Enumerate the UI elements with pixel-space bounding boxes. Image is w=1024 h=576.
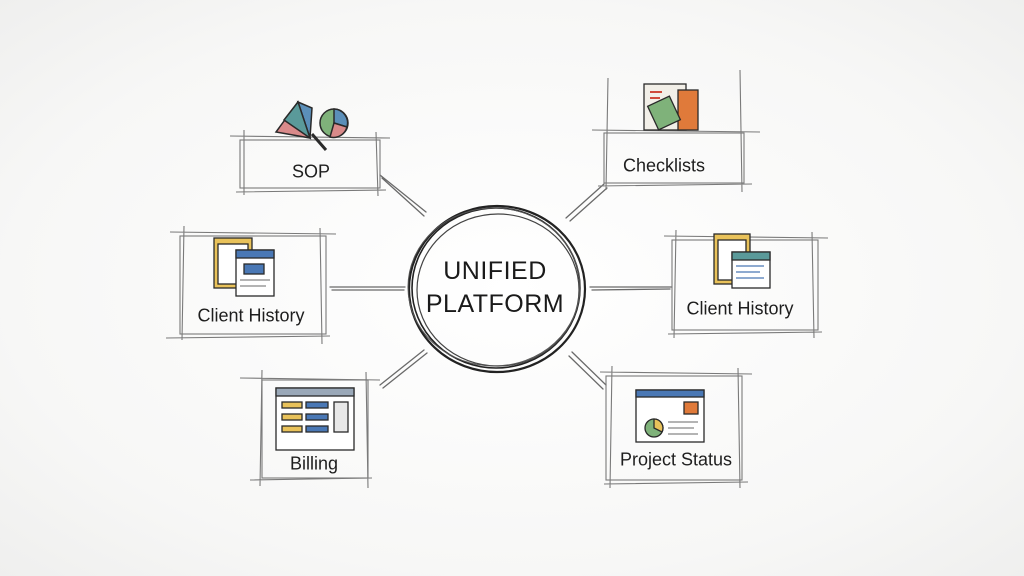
pie-charts-magnifier-icon <box>274 100 349 151</box>
project-status-window-icon <box>635 389 705 443</box>
connector-client-history-left <box>329 286 406 291</box>
clipboard-checklist-icon <box>643 83 699 131</box>
label-billing: Billing <box>289 453 339 474</box>
center-line-1: UNIFIED <box>443 257 547 285</box>
unified-platform-title: UNIFIED PLATFORM <box>426 255 564 321</box>
label-sop: SOP <box>291 161 331 182</box>
connector-billing <box>379 349 428 389</box>
label-client-history-left: Client History <box>197 305 305 326</box>
connector-sop <box>379 174 427 217</box>
node-client-history-left <box>165 225 337 345</box>
client-documents-icon <box>213 237 275 297</box>
node-project-status <box>599 365 753 489</box>
checklists-box <box>591 69 761 193</box>
connector-project-status <box>568 351 607 390</box>
label-checklists: Checklists <box>622 155 706 176</box>
connector-checklists <box>565 183 608 222</box>
client-documents-icon <box>713 233 771 289</box>
node-billing <box>239 369 381 489</box>
client-history-left-box <box>165 225 337 345</box>
node-client-history-right <box>663 229 829 339</box>
unified-platform-hub <box>407 204 587 374</box>
label-client-history-right: Client History <box>686 298 794 319</box>
billing-window-icon <box>275 387 355 451</box>
connector-client-history-right <box>589 286 673 291</box>
center-line-2: PLATFORM <box>425 290 565 318</box>
connectors <box>329 174 673 390</box>
node-sop <box>229 100 391 197</box>
billing-box <box>239 369 381 489</box>
label-project-status: Project Status <box>619 449 733 470</box>
node-checklists <box>591 69 761 193</box>
project-status-box <box>599 365 753 489</box>
